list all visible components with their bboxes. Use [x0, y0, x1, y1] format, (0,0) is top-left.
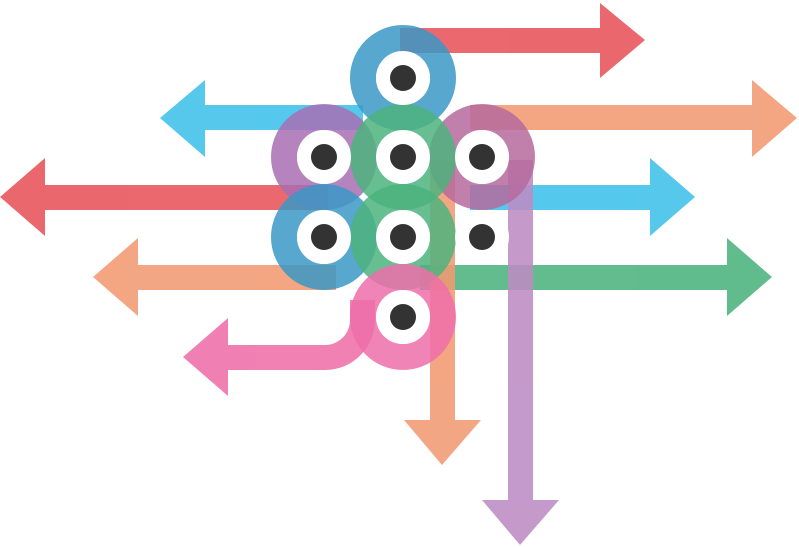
loop-pink-bottom: [350, 264, 456, 370]
arrow-purple-down-icon: [482, 160, 559, 545]
dot-icon: [297, 130, 351, 184]
arrow-red-left-icon: [0, 158, 328, 236]
dot-icon: [455, 210, 509, 264]
dot-icon: [376, 51, 430, 105]
dot-icon: [297, 210, 351, 264]
dot-icon: [376, 130, 430, 184]
arrow-pink-left-icon: [183, 300, 375, 396]
arrow-orange-left-icon: [93, 238, 336, 316]
dot-icon: [455, 130, 509, 184]
dot-grid: [297, 51, 509, 344]
dot-icon: [376, 210, 430, 264]
arrow-green-right-icon: [420, 238, 772, 316]
dot-icon: [376, 290, 430, 344]
